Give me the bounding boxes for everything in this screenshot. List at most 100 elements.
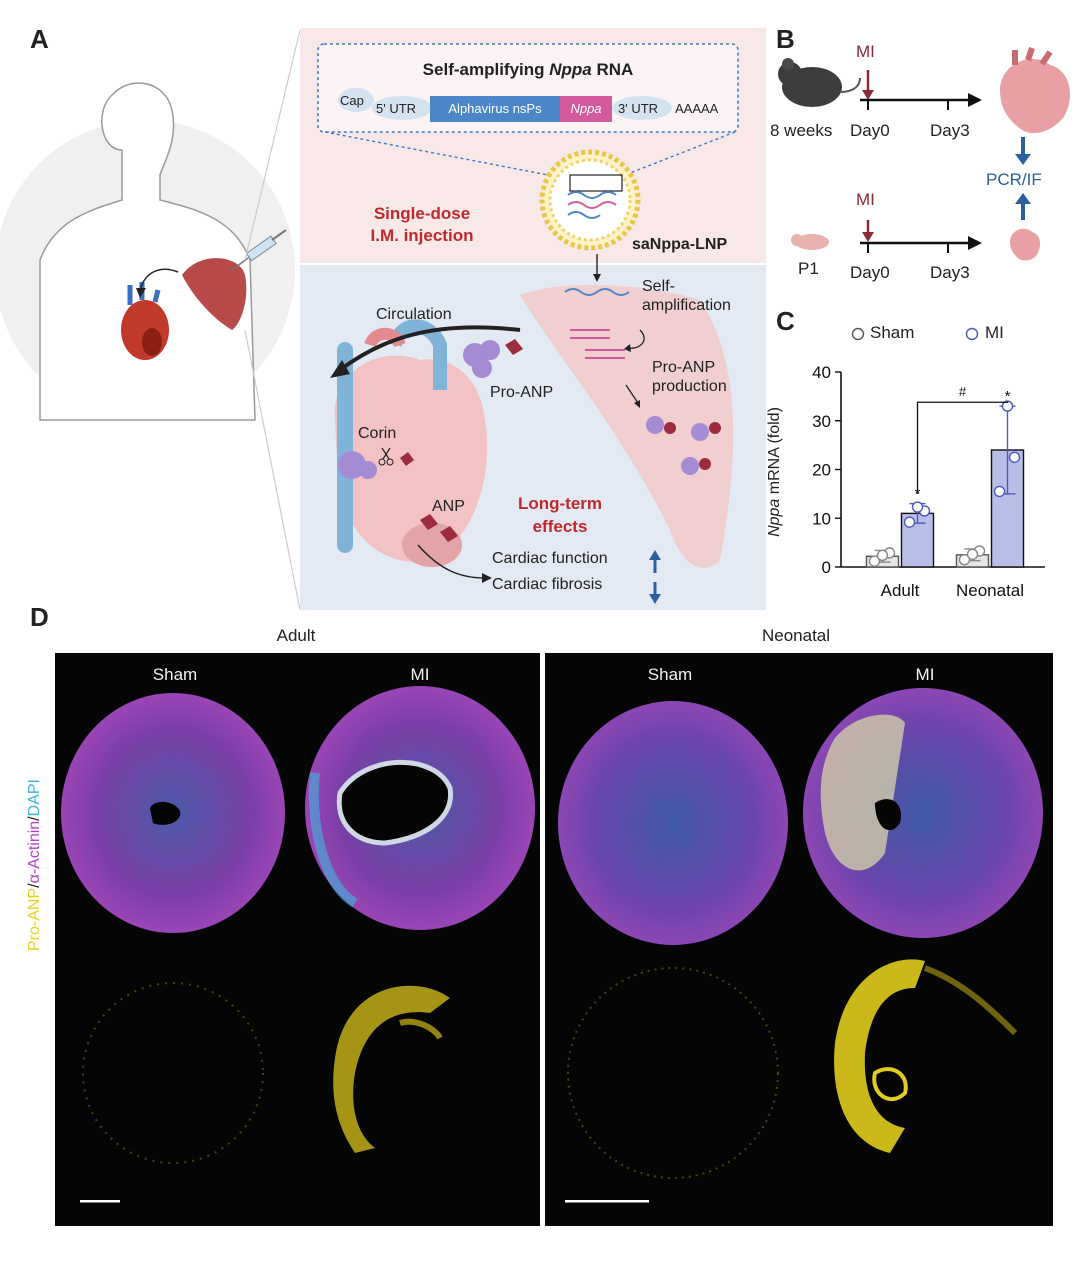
neonatal-sham-proanp — [567, 967, 779, 1179]
y-tick-label: 10 — [812, 509, 831, 528]
group-label-neonatal: Neonatal — [761, 626, 831, 645]
construct-nppa-label: Nppa — [570, 101, 602, 116]
circulation-label: Circulation — [376, 306, 452, 323]
neonate-age-label: P1 — [798, 259, 819, 278]
construct-title: Self-amplifying Nppa RNA — [422, 60, 634, 79]
increase-arrow-icon — [649, 550, 661, 573]
lnp-particle-icon — [539, 149, 641, 251]
legend-mi-marker — [965, 327, 979, 341]
chart-c-ylabel: Nppa mRNA (fold) — [766, 407, 783, 537]
legend-sham-marker — [851, 327, 865, 341]
significance-star: * — [915, 486, 921, 503]
proanp-muscle-icons — [646, 416, 721, 475]
neonatal-mi-label: MI — [915, 665, 935, 684]
utr5-shape — [372, 96, 432, 120]
neonate-heart-icon — [1010, 228, 1041, 261]
adult-sham-proanp — [82, 982, 264, 1164]
arrow-muscle-to-heart — [139, 268, 179, 291]
mi-label-adult: MI — [856, 42, 875, 61]
neonate-mouse-icon — [791, 234, 829, 250]
effect-cardiac-fibrosis: Cardiac fibrosis — [492, 576, 603, 593]
adult-sham-label: Sham — [152, 665, 198, 684]
day3-label-adult: Day3 — [930, 121, 970, 140]
stain-actinin: α-Actinin — [26, 820, 43, 884]
anp-label: ANP — [432, 498, 465, 515]
panel-label-c: C — [776, 306, 795, 336]
comparison-bracket — [916, 401, 1009, 494]
self-amplification-label: Self- amplification — [642, 278, 731, 314]
legend-sham-label: Sham — [870, 323, 915, 342]
y-tick-label: 20 — [812, 461, 831, 480]
proanp-icon — [463, 339, 523, 378]
significance-hash: # — [959, 384, 967, 399]
adult-sections — [61, 686, 535, 1203]
data-point — [1001, 400, 1014, 412]
human-silhouette — [39, 82, 256, 421]
proanp-label: Pro-ANP — [490, 384, 554, 401]
day0-label-adult: Day0 — [850, 121, 890, 140]
neonatal-sections — [558, 688, 1043, 1203]
long-term-label: Long-term effects — [517, 494, 603, 536]
x-tick-label: Adult — [881, 581, 920, 600]
panel-label-a: A — [30, 24, 49, 54]
construct-utr3-label: 3' UTR — [618, 101, 659, 116]
effects-arrow — [417, 544, 486, 579]
utr3-shape — [612, 96, 672, 120]
scale-bar-adult — [80, 1200, 120, 1203]
construct-cap-label: Cap — [340, 93, 364, 108]
adult-heart-icon — [1000, 47, 1070, 134]
data-point — [966, 548, 979, 561]
panel-a-schematic — [0, 28, 766, 611]
panel-b-timeline — [778, 47, 1070, 261]
data-point — [958, 553, 971, 566]
adult-mi-proanp — [333, 985, 450, 1153]
adult-mouse-icon — [778, 58, 861, 107]
stain-dapi: DAPI — [26, 779, 43, 817]
proanp-production-label: Pro-ANP production — [652, 359, 727, 395]
effect-cardiac-function: Cardiac function — [492, 550, 608, 567]
scale-bar-neonatal — [565, 1200, 649, 1203]
mi-arrow-adult — [862, 90, 874, 100]
injection-label: Single-dose I.M. injection — [370, 204, 474, 245]
construct-utr5-label: 5' UTR — [376, 101, 417, 116]
muscle-tissue — [520, 284, 734, 569]
significance-star: * — [1005, 388, 1011, 405]
legend-mi-label: MI — [985, 323, 1004, 342]
y-tick-label: 30 — [812, 412, 831, 431]
panel-label-d: D — [30, 602, 49, 632]
data-point — [876, 549, 889, 562]
data-point — [868, 555, 881, 567]
neonatal-sham-merge — [558, 701, 788, 945]
micrograph-neonatal: Sham MI — [545, 653, 1053, 1226]
deltoid-muscle — [182, 258, 247, 330]
micrograph-adult: Sham MI — [55, 653, 540, 1226]
day0-label-neonate: Day0 — [850, 263, 890, 282]
decrease-arrow-icon — [649, 582, 661, 604]
y-tick-label: 0 — [822, 558, 831, 577]
scissors-icon — [378, 447, 394, 466]
corin-label: Corin — [358, 425, 397, 442]
x-tick-label: Neonatal — [956, 581, 1024, 600]
data-point — [903, 516, 916, 528]
mi-label-neonate: MI — [856, 190, 875, 209]
adult-age-label: 8 weeks — [770, 121, 833, 140]
data-point — [993, 485, 1006, 498]
pcr-if-label: PCR/IF — [986, 170, 1042, 189]
neonatal-mi-proanp — [834, 959, 925, 1153]
nppa-block — [560, 96, 612, 122]
y-tick-label: 40 — [812, 363, 831, 382]
mi-arrow-neonate — [862, 232, 874, 242]
heart-illustration — [334, 319, 488, 567]
group-label-adult: Adult — [276, 626, 316, 645]
data-point — [1008, 451, 1021, 464]
heart-icon — [121, 282, 169, 360]
circulation-arrow — [338, 325, 521, 372]
day3-label-neonate: Day3 — [930, 263, 970, 282]
panel-label-b: B — [776, 24, 795, 54]
construct-nsps-label: Alphavirus nsPs — [448, 101, 542, 116]
cap-shape — [338, 88, 374, 112]
nsps-block — [430, 96, 560, 122]
construct-polya-label: AAAAA — [675, 101, 719, 116]
data-point — [911, 501, 924, 513]
